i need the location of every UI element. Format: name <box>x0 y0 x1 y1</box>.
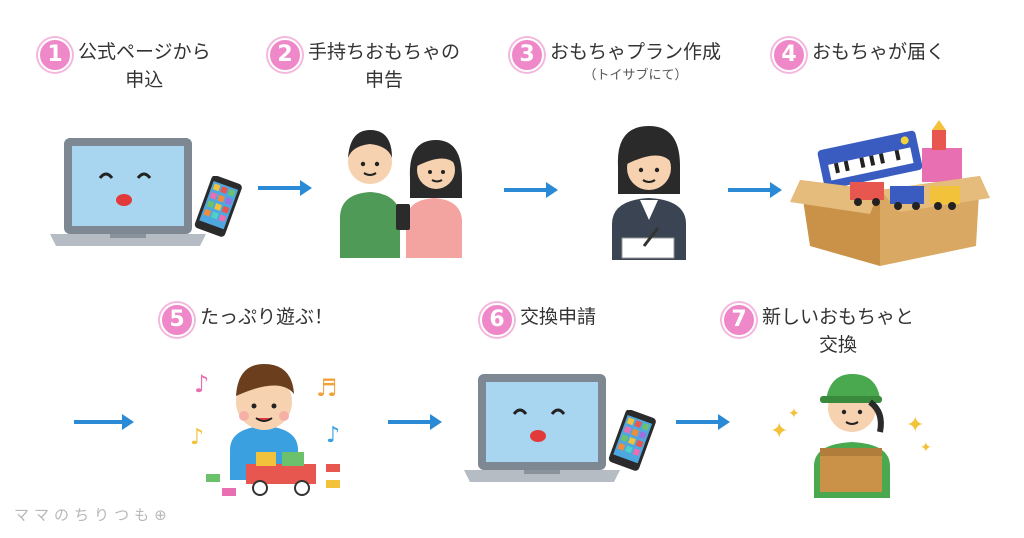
watermark-text: ママのちりつも <box>14 506 155 524</box>
svg-text:✦: ✦ <box>920 440 932 456</box>
smartphone-icon <box>194 176 242 237</box>
step-5-text: たっぷり遊ぶ！ <box>200 306 334 328</box>
step-1-number: 1 <box>38 38 72 72</box>
smartphone-icon-2 <box>608 410 656 471</box>
step-3-line1: おもちゃプラン作成 <box>550 41 722 63</box>
svg-text:♪: ♪ <box>326 423 340 448</box>
watermark: ママのちりつも⊕ <box>14 504 172 525</box>
step-6-label: 6 交換申請 <box>480 303 596 337</box>
toy-box-icon <box>790 120 990 266</box>
globe-icon: ⊕ <box>154 506 172 524</box>
child-playing-icon: ♪ ♬ ♪ ♪ <box>190 364 340 496</box>
couple-icon <box>340 130 462 258</box>
svg-text:✦: ✦ <box>770 419 788 444</box>
step-4-label: 4 おもちゃが届く <box>772 38 945 72</box>
step-2-number: 2 <box>268 38 302 72</box>
arrow-6-7 <box>676 414 730 430</box>
step-6-text: 交換申請 <box>520 306 597 328</box>
step-1-label: 1 公式ページから 申込 <box>38 38 211 94</box>
svg-text:✦: ✦ <box>788 406 800 422</box>
arrow-4-5 <box>74 414 134 430</box>
step-2-line2: 申告 <box>365 69 404 91</box>
laptop-icon <box>50 138 206 246</box>
step-7-line2: 交換 <box>819 334 858 356</box>
arrow-1-2 <box>258 180 312 196</box>
step-3-sub: （トイサブにて） <box>583 68 688 83</box>
step-5-label: 5 たっぷり遊ぶ！ <box>160 303 333 337</box>
step-1-line1: 公式ページから <box>78 41 211 63</box>
step-2-line1: 手持ちおもちゃの <box>308 41 461 63</box>
step-7-label: 7 新しいおもちゃと 交換 <box>722 303 914 359</box>
step-3-label: 3 おもちゃプラン作成 （トイサブにて） <box>510 38 721 86</box>
step-4-number: 4 <box>772 38 806 72</box>
step-7-number: 7 <box>722 303 756 337</box>
step-4-text: おもちゃが届く <box>812 41 946 63</box>
svg-text:✦: ✦ <box>906 413 924 438</box>
laptop-icon-2 <box>464 374 620 482</box>
operator-icon <box>612 126 686 260</box>
svg-text:♪: ♪ <box>194 370 209 398</box>
svg-text:♪: ♪ <box>190 425 204 450</box>
step-3-number: 3 <box>510 38 544 72</box>
step-7-line1: 新しいおもちゃと <box>762 306 915 328</box>
delivery-person-icon: ✦ ✦ ✦ ✦ <box>770 374 932 498</box>
arrow-5-6 <box>388 414 442 430</box>
step-1-line2: 申込 <box>125 69 164 91</box>
svg-text:♬: ♬ <box>316 374 338 402</box>
step-6-number: 6 <box>480 303 514 337</box>
arrow-2-3 <box>504 182 558 198</box>
arrow-3-4 <box>728 182 782 198</box>
step-5-number: 5 <box>160 303 194 337</box>
step-2-label: 2 手持ちおもちゃの 申告 <box>268 38 460 94</box>
